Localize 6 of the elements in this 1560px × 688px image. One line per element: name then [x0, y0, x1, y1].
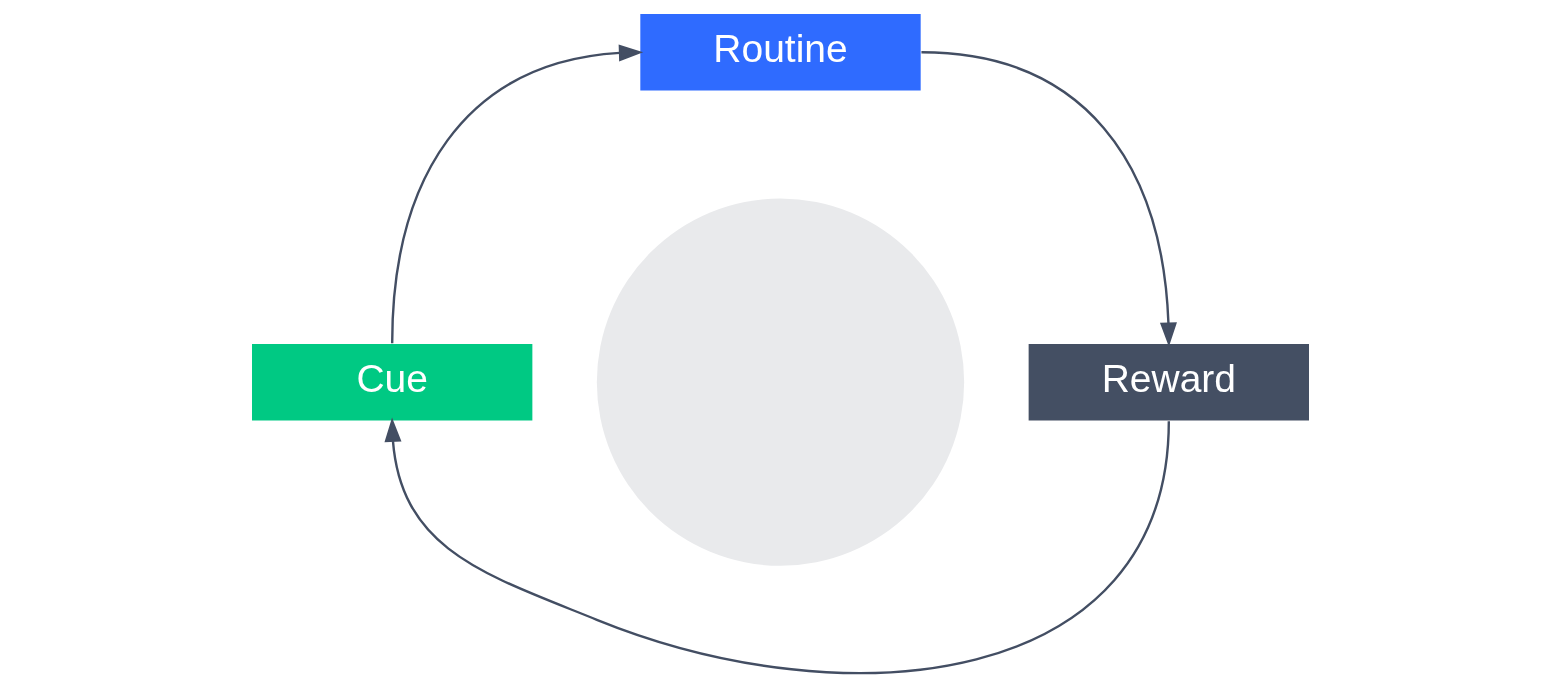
node-box: Reward [1028, 343, 1309, 421]
arrow [390, 44, 643, 344]
node-box: Routine [639, 14, 921, 91]
arrow [920, 51, 1177, 347]
node-box: Cue [251, 343, 532, 421]
arrow [383, 417, 1170, 675]
